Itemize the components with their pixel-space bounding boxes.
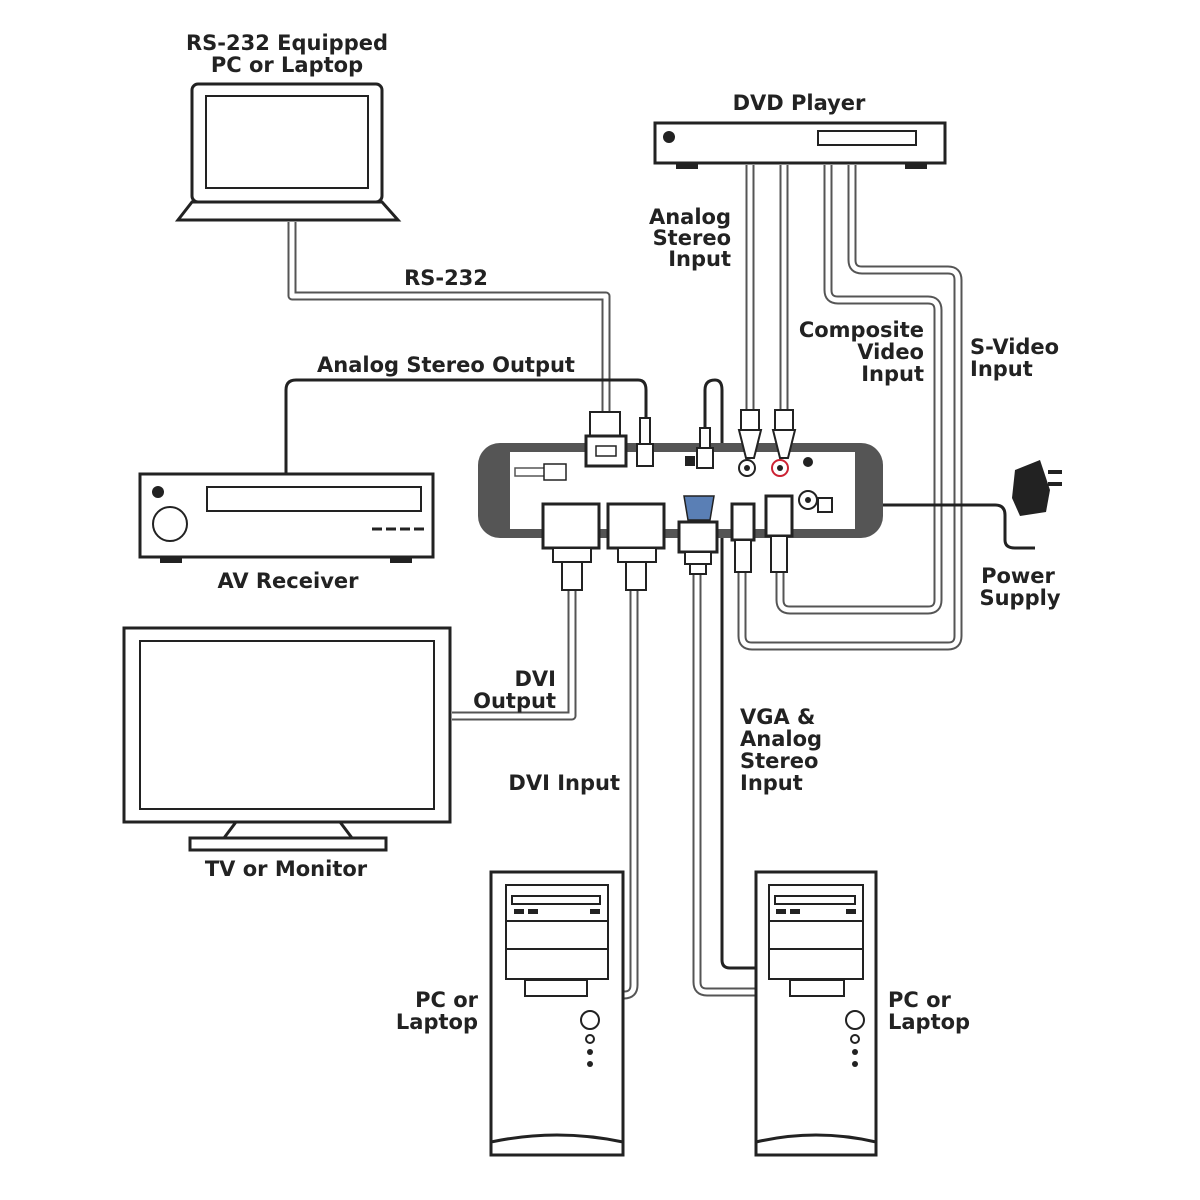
power-adapter-icon xyxy=(1012,460,1062,516)
vga-label-line1: VGA & xyxy=(740,705,815,729)
composite-video-label-line1: Composite xyxy=(799,318,924,342)
composite-video-label-line2: Video xyxy=(857,340,924,364)
svideo-label-line1: S-Video xyxy=(970,335,1059,359)
power-supply-label-line1: Power xyxy=(981,564,1055,588)
tv-monitor-icon xyxy=(122,626,452,852)
laptop-icon xyxy=(174,82,402,222)
vga-cable xyxy=(692,572,756,997)
tv-monitor-label: TV or Monitor xyxy=(205,857,368,881)
svideo-label-line2: Input xyxy=(970,357,1033,381)
analog-stereo-output-label: Analog Stereo Output xyxy=(317,353,575,377)
svideo-cable xyxy=(737,165,963,651)
rs232-pc-label-line1: RS-232 Equipped xyxy=(186,31,388,55)
power-cable xyxy=(830,503,1035,550)
rs232-cable-label: RS-232 xyxy=(404,266,488,290)
pc-left-label-line1: PC or xyxy=(415,988,479,1012)
analog-stereo-input-label-line1: Analog xyxy=(649,205,731,229)
composite-video-label-line3: Input xyxy=(861,362,924,386)
pc-right-label-line1: PC or xyxy=(888,988,952,1012)
vga-label-line3: Stereo xyxy=(740,749,818,773)
dvi-output-cable xyxy=(452,590,577,721)
labels: RS-232 Equipped PC or Laptop RS-232 DVD … xyxy=(186,31,1061,1034)
analog-stereo-output-cable xyxy=(284,378,648,474)
cables xyxy=(284,165,1035,1000)
dvd-player-icon xyxy=(653,121,947,169)
connectors xyxy=(541,409,833,591)
vga-label-line2: Analog xyxy=(740,727,822,751)
av-receiver-label: AV Receiver xyxy=(218,569,360,593)
analog-stereo-input-cables xyxy=(745,165,789,420)
dvi-output-label-line2: Output xyxy=(473,689,556,713)
pc-tower-left-icon xyxy=(489,870,625,1157)
dvi-output-label-line1: DVI xyxy=(515,667,557,691)
power-supply-label-line2: Supply xyxy=(979,586,1060,610)
pc-left-label-line2: Laptop xyxy=(396,1010,478,1034)
analog-stereo-input-label-line3: Input xyxy=(668,247,731,271)
av-receiver-icon xyxy=(138,472,435,563)
vga-audio-cable xyxy=(703,378,756,970)
dvd-player-label: DVD Player xyxy=(733,91,866,115)
rs232-cable xyxy=(287,222,611,414)
vga-port-icon xyxy=(683,495,715,521)
pc-right-label-line2: Laptop xyxy=(888,1010,970,1034)
analog-stereo-input-label-line2: Stereo xyxy=(653,226,731,250)
dvi-input-label: DVI Input xyxy=(508,771,620,795)
composite-video-cable xyxy=(775,165,943,615)
pc-tower-right-icon xyxy=(754,870,878,1157)
rs232-pc-label-line2: PC or Laptop xyxy=(211,53,363,77)
vga-label-line4: Input xyxy=(740,771,803,795)
